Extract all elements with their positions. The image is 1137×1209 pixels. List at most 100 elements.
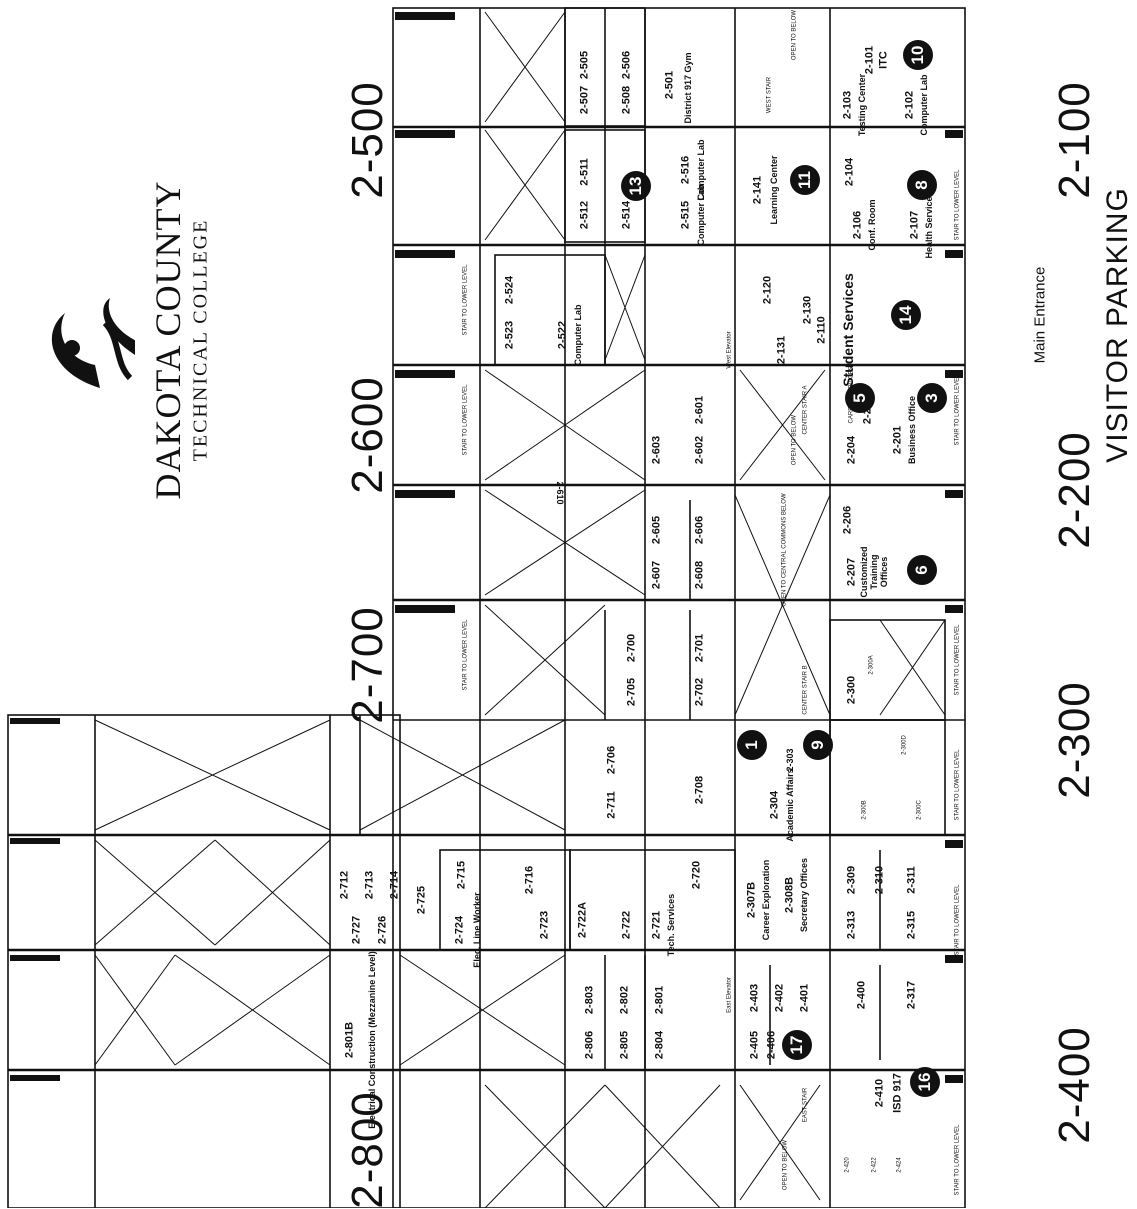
- room-2103: 2-103: [841, 90, 854, 120]
- room-2705: 2-705: [625, 677, 638, 707]
- stair-label-2200: STAIR TO LOWER LEVEL: [954, 374, 961, 446]
- room-2601: 2-601: [693, 395, 706, 425]
- room-2300d: 2-300D: [901, 735, 908, 755]
- room-2201-desc: Business Office: [907, 395, 917, 465]
- room-2701: 2-701: [693, 633, 706, 663]
- logo-subtitle: TECHNICAL COLLEGE: [189, 218, 212, 462]
- wing-label-2300: 2-300: [1050, 681, 1099, 799]
- marker-11: 11: [790, 165, 820, 195]
- room-2300b: 2-300B: [861, 800, 868, 820]
- room-2141: 2-141: [751, 175, 764, 205]
- room-2722a: 2-722A: [576, 901, 589, 939]
- room-2606: 2-606: [693, 515, 706, 545]
- stair-label-2300b: STAIR TO LOWER LEVEL: [954, 749, 961, 821]
- room-2721-desc: Tech. Services: [666, 893, 676, 957]
- room-2713: 2-713: [363, 870, 376, 900]
- wing-label-2100: 2-100: [1050, 81, 1099, 199]
- room-2501: 2-501: [663, 70, 676, 100]
- room-2805: 2-805: [618, 1030, 631, 1060]
- stair-label-2100: STAIR TO LOWER LEVEL: [954, 169, 961, 241]
- room-2102-desc: Computer Lab: [919, 74, 929, 136]
- room-2207-desc: Customized Training Offices: [859, 546, 889, 598]
- room-2803: 2-803: [583, 985, 596, 1015]
- wing-label-2600: 2-600: [343, 376, 392, 494]
- room-2608: 2-608: [693, 560, 706, 590]
- room-2522: 2-522: [556, 320, 569, 350]
- logo-name: DAKOTA COUNTY: [148, 180, 188, 500]
- room-2516-desc: Computer Lab: [696, 139, 706, 201]
- room-2420: 2-420: [844, 1157, 851, 1173]
- marker-5: 5: [845, 383, 875, 413]
- room-2315: 2-315: [905, 910, 918, 940]
- wing-label-2200: 2-200: [1050, 431, 1099, 549]
- marker-8: 8: [907, 170, 937, 200]
- room-2507: 2-507: [578, 85, 591, 115]
- room-2131: 2-131: [775, 335, 788, 365]
- room-2711: 2-711: [605, 791, 618, 819]
- room-2724-desc: Elec. Line Worker: [472, 892, 482, 968]
- room-2107-desc: Health Services: [924, 191, 934, 259]
- room-2721: 2-721: [650, 910, 663, 940]
- room-2708: 2-708: [693, 775, 706, 805]
- room-2405: 2-405: [748, 1030, 761, 1060]
- room-2311: 2-311: [905, 866, 918, 894]
- room-2700: 2-700: [625, 633, 638, 663]
- room-2514: 2-514: [620, 200, 633, 230]
- wing-label-2500: 2-500: [343, 81, 392, 199]
- room-2106: 2-106: [851, 210, 864, 240]
- marker-1: 1: [737, 730, 767, 760]
- center-stair-b-label: CENTER STAIR B: [802, 665, 809, 715]
- marker-13: 13: [621, 171, 651, 201]
- room-2714: 2-714: [388, 870, 401, 900]
- stair-label-2400: STAIR TO LOWER LEVEL: [954, 1124, 961, 1196]
- open-below-label-2200: OPEN TO BELOW: [791, 414, 798, 466]
- room-2522-desc: Computer Lab: [573, 304, 583, 366]
- west-stair-label: WEST STAIR: [766, 76, 773, 114]
- room-2402: 2-402: [773, 983, 786, 1013]
- room-2802: 2-802: [618, 985, 631, 1015]
- main-entrance-label: Main Entrance: [1031, 266, 1049, 364]
- room-2313: 2-313: [845, 910, 858, 940]
- room-2317: 2-317: [905, 980, 918, 1010]
- room-2307b: 2-307B: [745, 881, 758, 919]
- room-2501-desc: District 917 Gym: [683, 52, 693, 124]
- room-2130: 2-130: [801, 295, 814, 325]
- room-2603: 2-603: [650, 435, 663, 465]
- room-2801b-desc: Electrical Construction (Mezzanine Level…: [367, 951, 377, 1129]
- room-2515: 2-515: [679, 200, 692, 230]
- marker-9: 9: [803, 730, 833, 760]
- room-2806: 2-806: [583, 1030, 596, 1060]
- room-2304: 2-304: [768, 790, 781, 820]
- room-2523: 2-523: [503, 320, 516, 350]
- marker-10: 10: [903, 40, 933, 70]
- room-2304-desc: Academic Affairs: [785, 768, 795, 842]
- room-2706: 2-706: [605, 745, 618, 775]
- room-2727: 2-727: [350, 915, 363, 945]
- room-2410-desc: ISD 917: [891, 1073, 904, 1113]
- room-2207: 2-207: [845, 557, 858, 587]
- marker-6: 6: [907, 555, 937, 585]
- room-2516: 2-516: [679, 155, 692, 185]
- room-2307b-desc: Career Exploration: [761, 859, 771, 941]
- west-elevator-label: West Elevator: [726, 331, 733, 369]
- room-2120: 2-120: [761, 275, 774, 305]
- stair-label-2500: STAIR TO LOWER LEVEL: [462, 264, 469, 336]
- room-2101: 2-101: [863, 45, 876, 75]
- room-2716: 2-716: [523, 865, 536, 895]
- room-2309: 2-309: [845, 865, 858, 895]
- stair-label-2600: STAIR TO LOWER LEVEL: [462, 384, 469, 456]
- room-2300a: 2-300A: [868, 655, 875, 675]
- marker-3: 3: [917, 383, 947, 413]
- center-stair-a-label: CENTER STAIR A: [802, 385, 809, 435]
- room-2201: 2-201: [891, 425, 904, 455]
- marker-17: 17: [782, 1030, 812, 1060]
- room-2141-desc: Learning Center: [769, 155, 779, 225]
- room-2106-desc: Conf. Room: [867, 199, 877, 251]
- open-below-label-2400: OPEN TO BELOW: [782, 1139, 789, 1191]
- room-2422: 2-422: [871, 1157, 878, 1173]
- stair-label-2700: STAIR TO LOWER LEVEL: [462, 619, 469, 691]
- room-2102: 2-102: [903, 90, 916, 120]
- room-2104: 2-104: [843, 157, 856, 187]
- room-2110: 2-110: [815, 316, 828, 344]
